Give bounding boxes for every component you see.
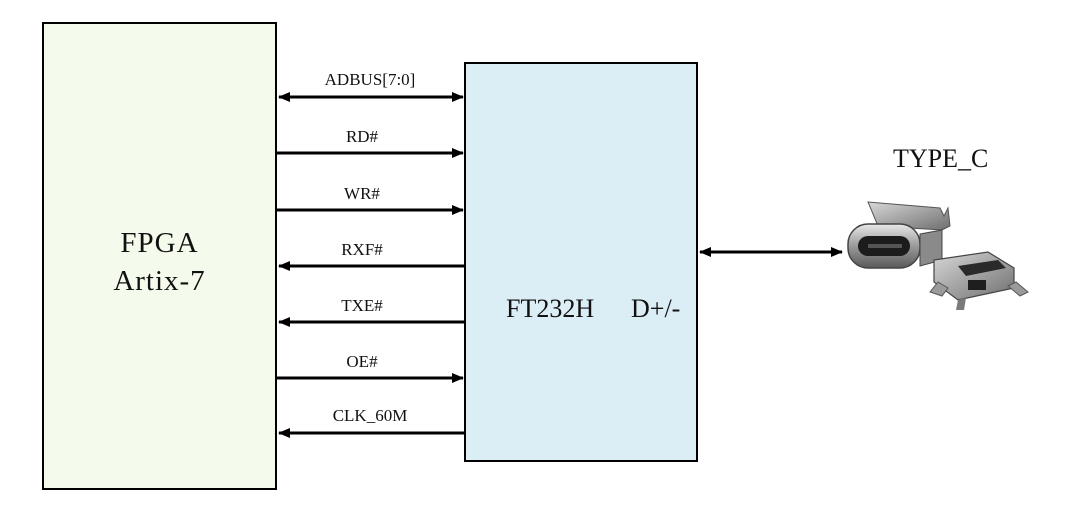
- type-c-label: TYPE_C: [893, 144, 989, 173]
- signal-label-clk: CLK_60M: [332, 406, 408, 425]
- usb-type-c-connector-icon: [847, 201, 1029, 310]
- ft232h-block: FT232H D+/-: [464, 62, 698, 462]
- fpga-block: FPGA Artix-7: [42, 22, 277, 490]
- signal-label-rxf: RXF#: [341, 240, 383, 259]
- signal-label-oe: OE#: [346, 352, 378, 371]
- fpga-part-name: Artix-7: [113, 265, 206, 297]
- signal-label-wr: WR#: [344, 184, 380, 203]
- signal-label-rd: RD#: [345, 127, 379, 146]
- ft232h-usb-pin-label: D+/-: [631, 294, 681, 323]
- ft232h-title: FT232H: [506, 294, 595, 323]
- fpga-title: FPGA: [120, 227, 199, 259]
- signal-label-adbus: ADBUS[7:0]: [324, 70, 416, 89]
- type-c-connector-rear: [929, 251, 1029, 310]
- type-c-connector-front: [847, 201, 951, 269]
- signal-label-txe: TXE#: [341, 296, 383, 315]
